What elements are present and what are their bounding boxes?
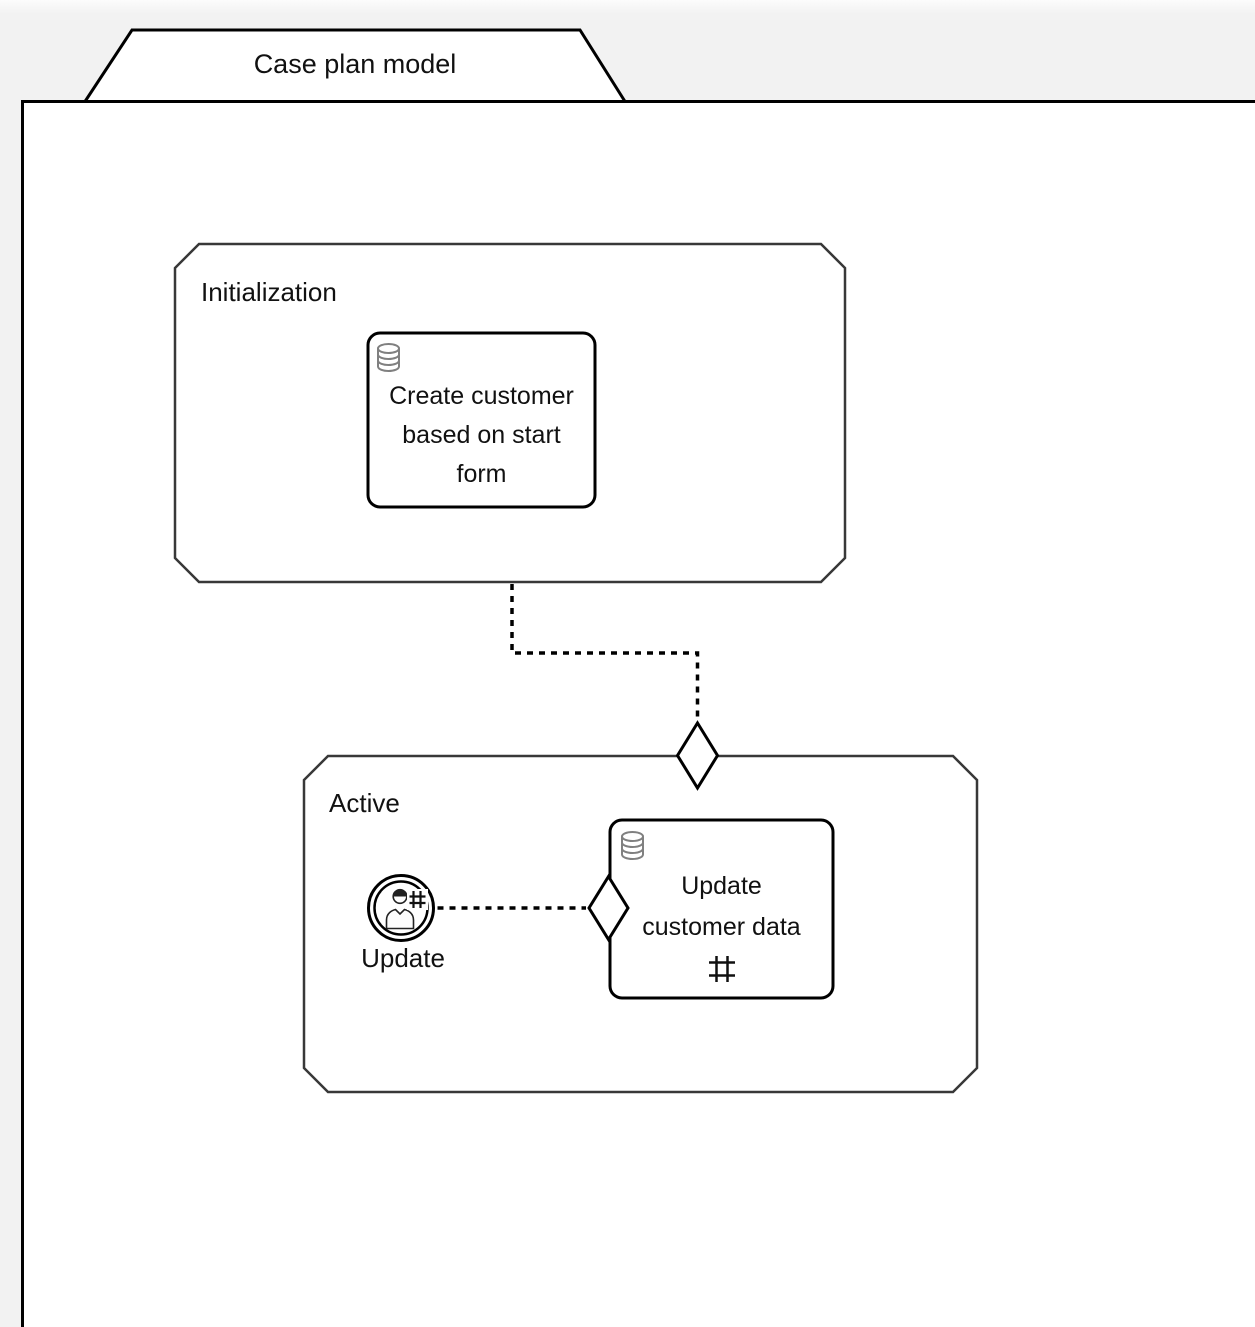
task-label-update-customer: Update customer data	[610, 866, 833, 948]
task-label-line: Create customer	[389, 382, 574, 410]
stage-label-active: Active	[329, 788, 400, 818]
connector-init-to-active[interactable]	[510, 584, 700, 721]
marker-backing	[407, 889, 428, 910]
user-icon	[385, 888, 415, 930]
task-label-line: Update	[681, 872, 762, 900]
task-create-customer[interactable]	[366, 331, 597, 509]
entry-criterion-update-task[interactable]	[587, 873, 630, 943]
database-icon	[621, 831, 644, 860]
case-plan-title: Case plan model	[253, 49, 457, 79]
task-label-line: form	[456, 460, 507, 488]
event-listener-label: Update	[361, 943, 445, 973]
task-label-line: customer data	[642, 913, 801, 941]
database-icon	[377, 343, 400, 372]
task-label-create-customer: Create customer based on start form	[368, 377, 595, 494]
stage-label-initialization: Initialization	[201, 277, 337, 307]
entry-criterion-active-stage[interactable]	[675, 720, 720, 791]
task-label-line: based on start	[402, 421, 561, 449]
repetition-marker-icon	[709, 956, 735, 982]
case-plan-border	[21, 100, 1255, 1327]
repetition-marker-icon	[409, 891, 426, 908]
